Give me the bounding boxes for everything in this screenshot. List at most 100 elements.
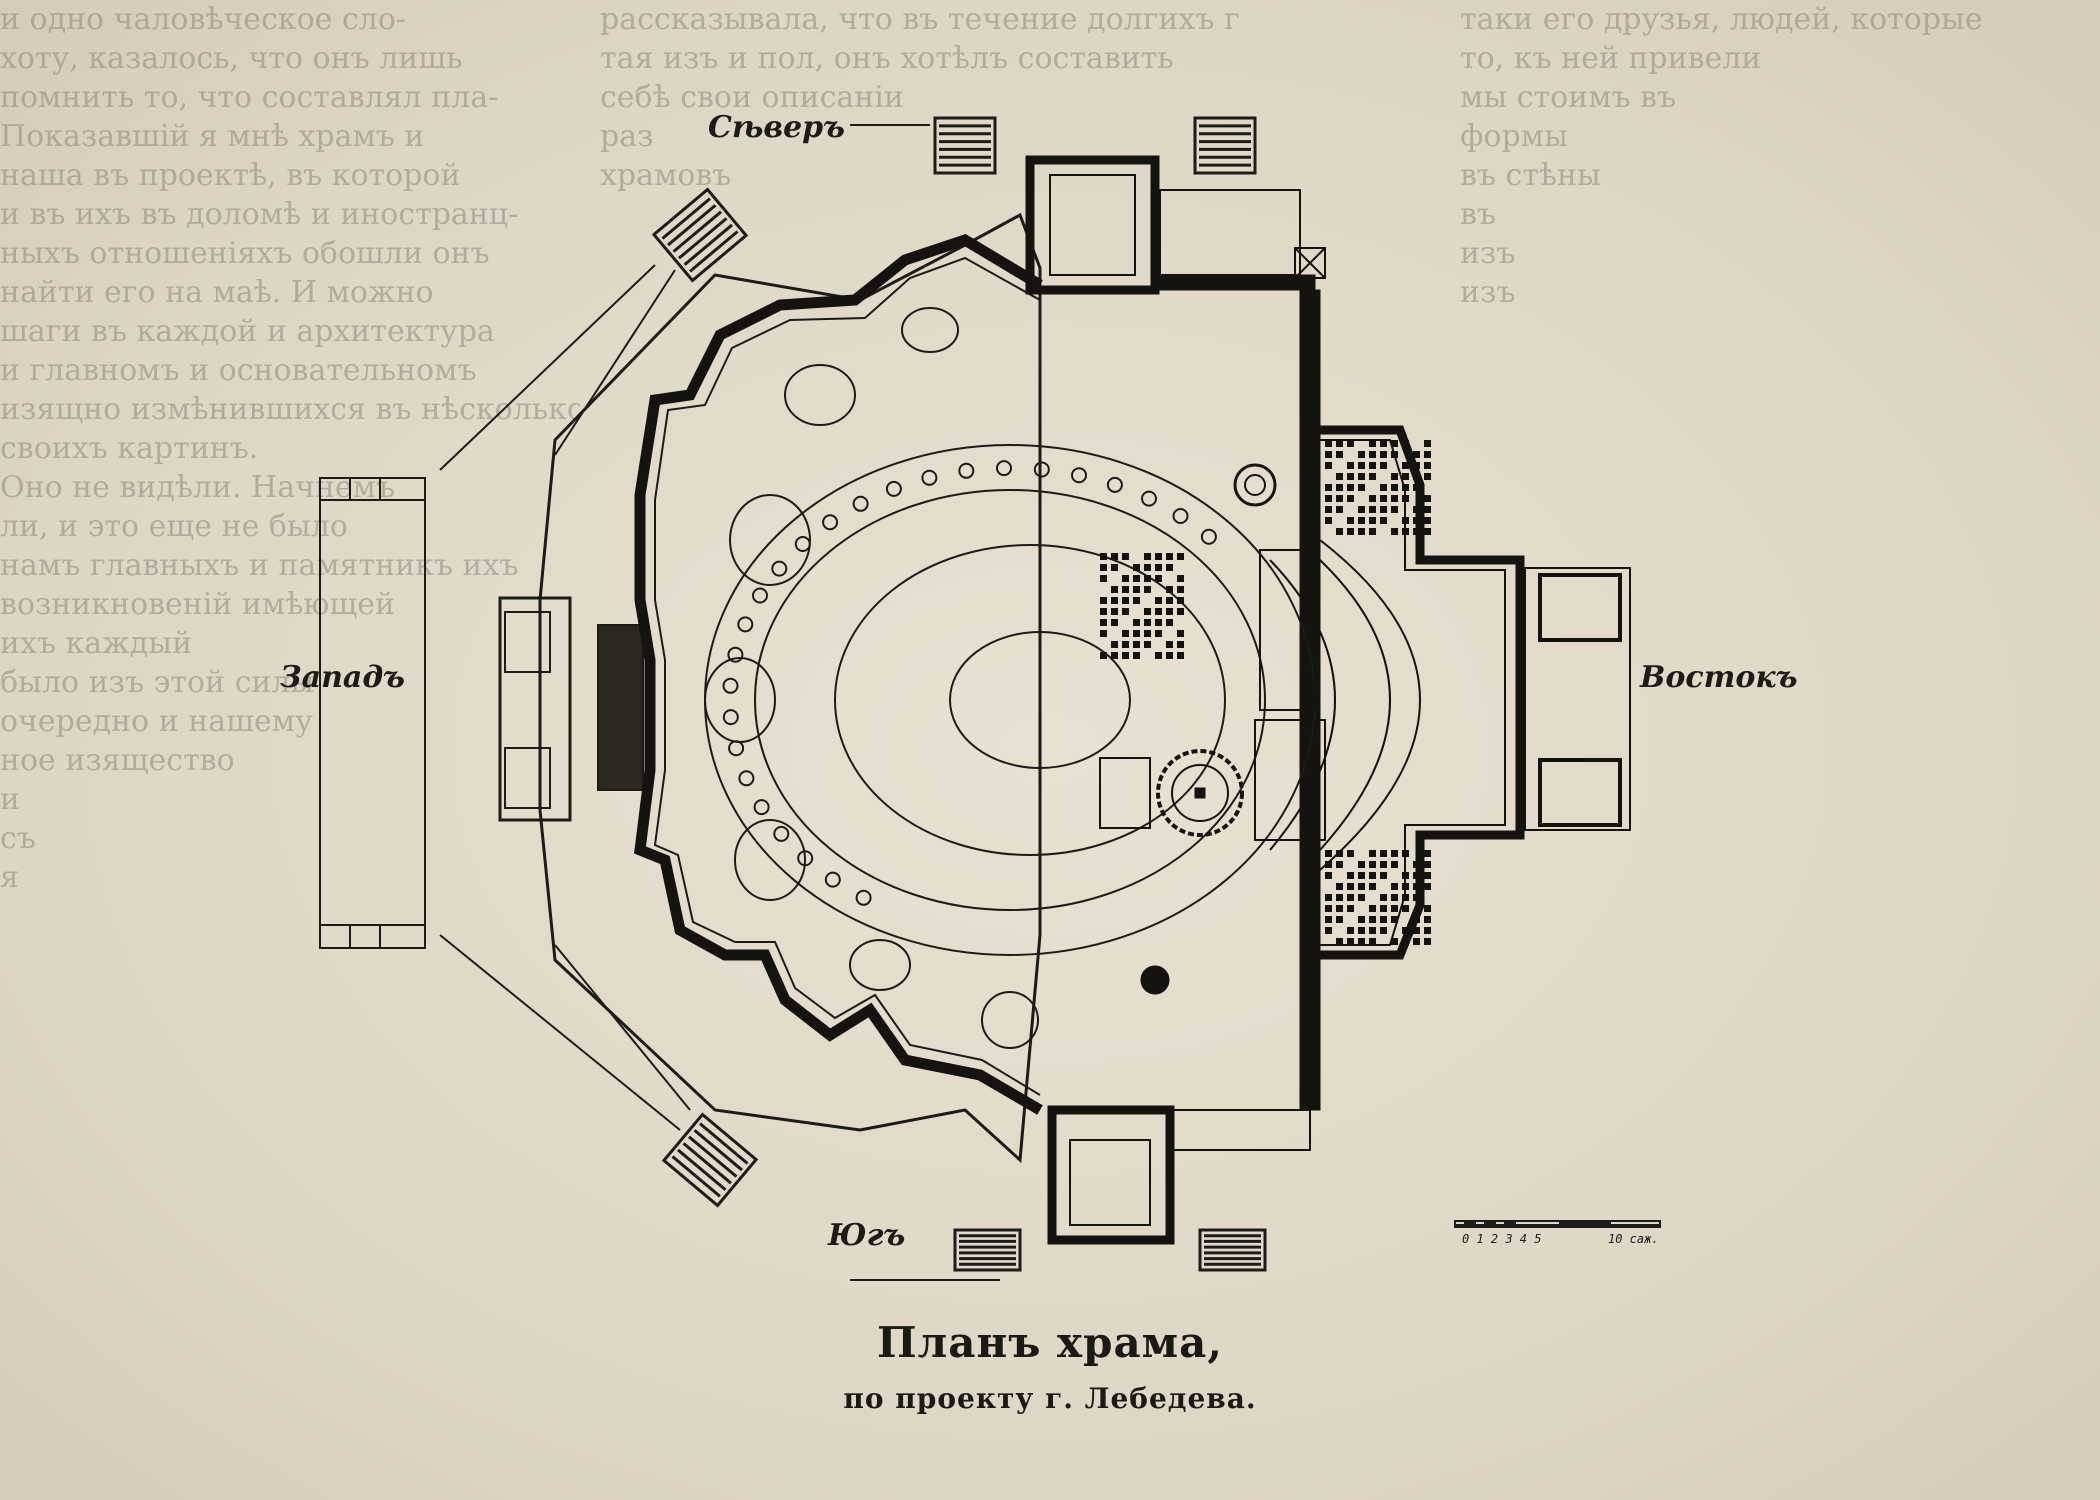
seat (1413, 861, 1420, 868)
seat (1325, 451, 1332, 458)
seat (1358, 927, 1365, 934)
gatehouse (661, 1112, 759, 1208)
seat (1380, 506, 1387, 513)
seat (1391, 495, 1398, 502)
gatehouse (651, 187, 749, 283)
bleed-line: и (0, 782, 20, 817)
seat (1391, 473, 1398, 480)
bleed-line: храмовъ (600, 158, 732, 193)
seat (1155, 553, 1162, 560)
column (722, 709, 739, 726)
seat (1358, 894, 1365, 901)
seat (1358, 451, 1365, 458)
seat (1380, 894, 1387, 901)
seat (1336, 495, 1343, 502)
column (855, 889, 872, 906)
seat (1369, 495, 1376, 502)
seat (1358, 861, 1365, 868)
seat (1166, 586, 1173, 593)
bleed-line: рассказывала, что въ течение долгихъ год… (600, 2, 1240, 37)
seat (1166, 641, 1173, 648)
seat (1325, 495, 1332, 502)
seat (1380, 861, 1387, 868)
seat (1133, 641, 1140, 648)
column (753, 799, 770, 816)
seat (1111, 597, 1118, 604)
bleed-line: таки его друзья, людей, которые (1460, 2, 1983, 37)
column (794, 536, 811, 552)
seat (1391, 451, 1398, 458)
seat (1424, 473, 1431, 480)
seat (1336, 916, 1343, 923)
bleed-line: Показавшій я мнѣ храмъ и (0, 119, 425, 154)
seat (1122, 575, 1129, 582)
seat (1336, 440, 1343, 447)
seat (1380, 495, 1387, 502)
seat (1336, 883, 1343, 890)
seat (1402, 528, 1409, 535)
column (1200, 528, 1217, 545)
seat (1413, 938, 1420, 945)
seat (1347, 528, 1354, 535)
column (921, 469, 938, 486)
column (737, 616, 754, 633)
seat (1391, 883, 1398, 890)
seat (1347, 440, 1354, 447)
seat (1325, 462, 1332, 469)
seat (1380, 850, 1387, 857)
bleed-line: себѣ свои описаніи (600, 80, 904, 115)
seat (1347, 894, 1354, 901)
bleed-line: шаги въ каждой и архитектура (0, 314, 495, 349)
column-ring (722, 460, 1217, 906)
seat (1413, 517, 1420, 524)
seat (1177, 608, 1184, 615)
seat (1380, 484, 1387, 491)
bleed-line: изъ (1460, 236, 1516, 271)
seat (1402, 462, 1409, 469)
seat (1325, 506, 1332, 513)
seat (1380, 872, 1387, 879)
column (752, 587, 768, 604)
seat (1402, 484, 1409, 491)
seat (1122, 608, 1129, 615)
seat (1413, 927, 1420, 934)
bleed-line: въ (1460, 197, 1496, 232)
bleed-line: ихъ каждый (0, 626, 193, 661)
bleed-line: своихъ картинъ. (0, 431, 259, 466)
seat (1402, 927, 1409, 934)
gatehouse (933, 116, 997, 175)
seat (1133, 597, 1140, 604)
seat (1358, 517, 1365, 524)
seat (1358, 462, 1365, 469)
seat (1413, 916, 1420, 923)
seat (1369, 850, 1376, 857)
seat (1413, 462, 1420, 469)
inner-zigzag-wall (634, 233, 1043, 1115)
seat (1358, 938, 1365, 945)
column (738, 770, 755, 787)
scale-bar (1454, 1220, 1661, 1228)
column (1141, 490, 1157, 507)
seat (1402, 440, 1409, 447)
bleed-line: было изъ этой силы (0, 665, 315, 700)
bleed-through-text-center: рассказывала, что въ течение долгихъ год… (600, 0, 1240, 1430)
seating-grid-se (1325, 850, 1431, 945)
bleed-line: раз (600, 119, 654, 154)
seat (1155, 608, 1162, 615)
seat (1369, 938, 1376, 945)
bleed-line: ли, и это еще не было (0, 509, 348, 544)
bleed-line: тая изъ и пол, онъ хотѣлъ составить (600, 41, 1174, 76)
seat (1336, 850, 1343, 857)
seat (1166, 619, 1173, 626)
seat (1347, 927, 1354, 934)
seat (1369, 905, 1376, 912)
seat (1402, 850, 1409, 857)
gatehouse (953, 1228, 1022, 1272)
seat (1122, 652, 1129, 659)
seat (1391, 916, 1398, 923)
seat (1424, 916, 1431, 923)
column (996, 460, 1012, 477)
scale-end-label: 10 саж. (1608, 1232, 1659, 1246)
seat (1391, 938, 1398, 945)
seat (1380, 462, 1387, 469)
